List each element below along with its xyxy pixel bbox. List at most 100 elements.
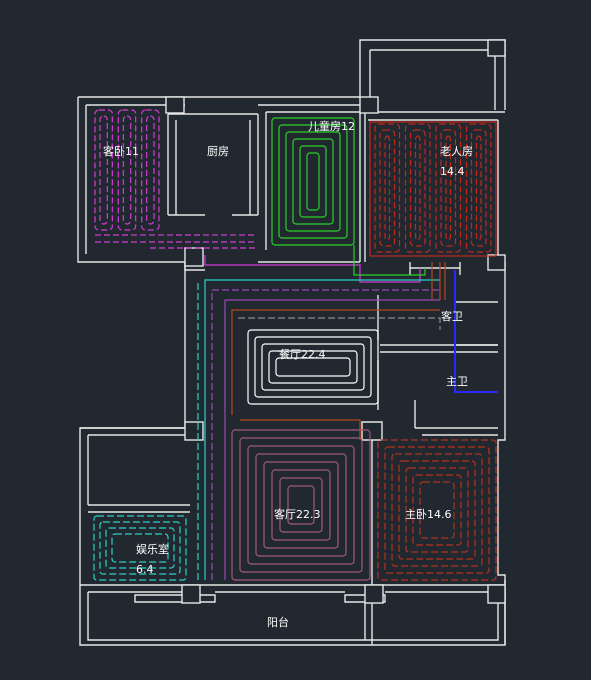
label-elder-room: 老人房 [440, 145, 473, 158]
elder-room-boundary [369, 121, 497, 257]
master-bed-loop [377, 439, 497, 581]
balcony-inner [87, 592, 499, 641]
trunk-purple-2 [224, 299, 440, 580]
label-living: 客厅22.3 [274, 507, 321, 521]
column [364, 584, 384, 604]
label-balcony: 阳台 [267, 615, 289, 629]
master-bed-loop [398, 460, 476, 560]
label-guest-room: 客卧11 [103, 144, 139, 158]
child-room-loop [278, 124, 348, 239]
master-bed-loop [405, 467, 469, 553]
entertainment-top [80, 427, 190, 436]
trunk-orange [231, 309, 440, 415]
label-master-bed: 主卧14.6 [405, 508, 452, 521]
guest-room-loop [122, 115, 132, 225]
elder-room-loop [445, 135, 452, 241]
child-room-loop [299, 145, 327, 218]
manifold-risers [431, 262, 446, 300]
guest-room-loop [141, 109, 160, 231]
manifold-pipe [454, 270, 498, 393]
elder-room-loop [465, 123, 492, 253]
guest-room-loop [117, 109, 137, 231]
column [181, 584, 201, 604]
entertainment-room-top [88, 504, 190, 513]
elder-room-loop [374, 123, 401, 253]
dining-loop [275, 357, 351, 377]
entertainment-loop [111, 533, 169, 563]
guest-room-loop [94, 109, 113, 231]
elder-room-loop [404, 123, 431, 253]
dining-loop [261, 343, 365, 391]
child-room-loop [306, 152, 320, 211]
dining-loop [254, 336, 372, 398]
elder-room-loop [435, 123, 462, 253]
label-master-bath: 主卫 [446, 375, 468, 388]
dining-loop [247, 329, 379, 405]
trunk-gray [238, 317, 441, 330]
top-wall [78, 39, 506, 110]
child-room-supply [353, 245, 426, 276]
guest-room-loop [146, 115, 155, 225]
kitchen-inner-wall [175, 120, 251, 215]
master-bed-top [414, 400, 498, 436]
column [359, 96, 379, 114]
column [184, 247, 204, 267]
label-dining: 餐厅22.4 [279, 347, 326, 361]
walls [77, 39, 506, 646]
kitchen-wall [167, 113, 259, 215]
trunk-orange-2 [240, 419, 361, 440]
column [487, 254, 506, 271]
elder-room-loop [409, 129, 426, 247]
label-child-room: 儿童房12 [308, 119, 355, 133]
dining-loop [268, 350, 358, 384]
manifold-line [454, 270, 498, 393]
label-entertainment-area: 6.4 [136, 563, 154, 576]
entertainment-loop [105, 527, 175, 569]
trunk-purple [211, 289, 440, 580]
entertainment-supply [204, 279, 440, 580]
living-room-loop [287, 485, 315, 525]
child-room-loop [292, 138, 334, 225]
guest-room-loop [99, 115, 108, 225]
column [165, 96, 185, 114]
master-bed-loop [384, 446, 490, 574]
living-room-loop [247, 445, 355, 565]
bath-divider [380, 344, 498, 353]
living-room-loop [255, 453, 347, 557]
column [184, 421, 204, 441]
child-room-loop [285, 131, 341, 232]
entertainment-loop [99, 521, 181, 575]
label-guest-bath: 客卫 [441, 309, 463, 323]
label-kitchen: 厨房 [207, 145, 229, 158]
living-room-loop [271, 469, 331, 541]
manifold-box [409, 262, 461, 275]
label-elder-area: 14.4 [440, 165, 465, 178]
entertainment-loop [93, 515, 187, 581]
elder-room-loop [379, 129, 396, 247]
elder-room-loop [470, 129, 487, 247]
room-labels: 客卧11 厨房 儿童房12 老人房 14.4 客卫 餐厅22.4 主卫 客厅22… [103, 119, 473, 629]
column [487, 39, 506, 57]
elder-room-loop [384, 135, 391, 241]
columns [165, 39, 506, 604]
child-room-top [258, 104, 365, 113]
master-bed-loop [412, 474, 462, 546]
balcony-top [80, 584, 505, 593]
elder-room-loop [475, 135, 482, 241]
living-room-loop [279, 477, 323, 533]
elder-room-loop [414, 135, 421, 241]
master-bed-loop [391, 453, 483, 567]
elder-room-loop [440, 129, 457, 247]
column [487, 584, 506, 604]
master-bed-loop [419, 481, 455, 539]
living-room-loop [263, 461, 339, 549]
heating-loops [93, 109, 497, 581]
living-room-loop [239, 437, 363, 573]
label-entertainment: 娱乐室 [136, 542, 169, 556]
living-room-loop [231, 429, 371, 581]
child-room-loop [271, 117, 355, 246]
child-room-side [265, 112, 361, 262]
